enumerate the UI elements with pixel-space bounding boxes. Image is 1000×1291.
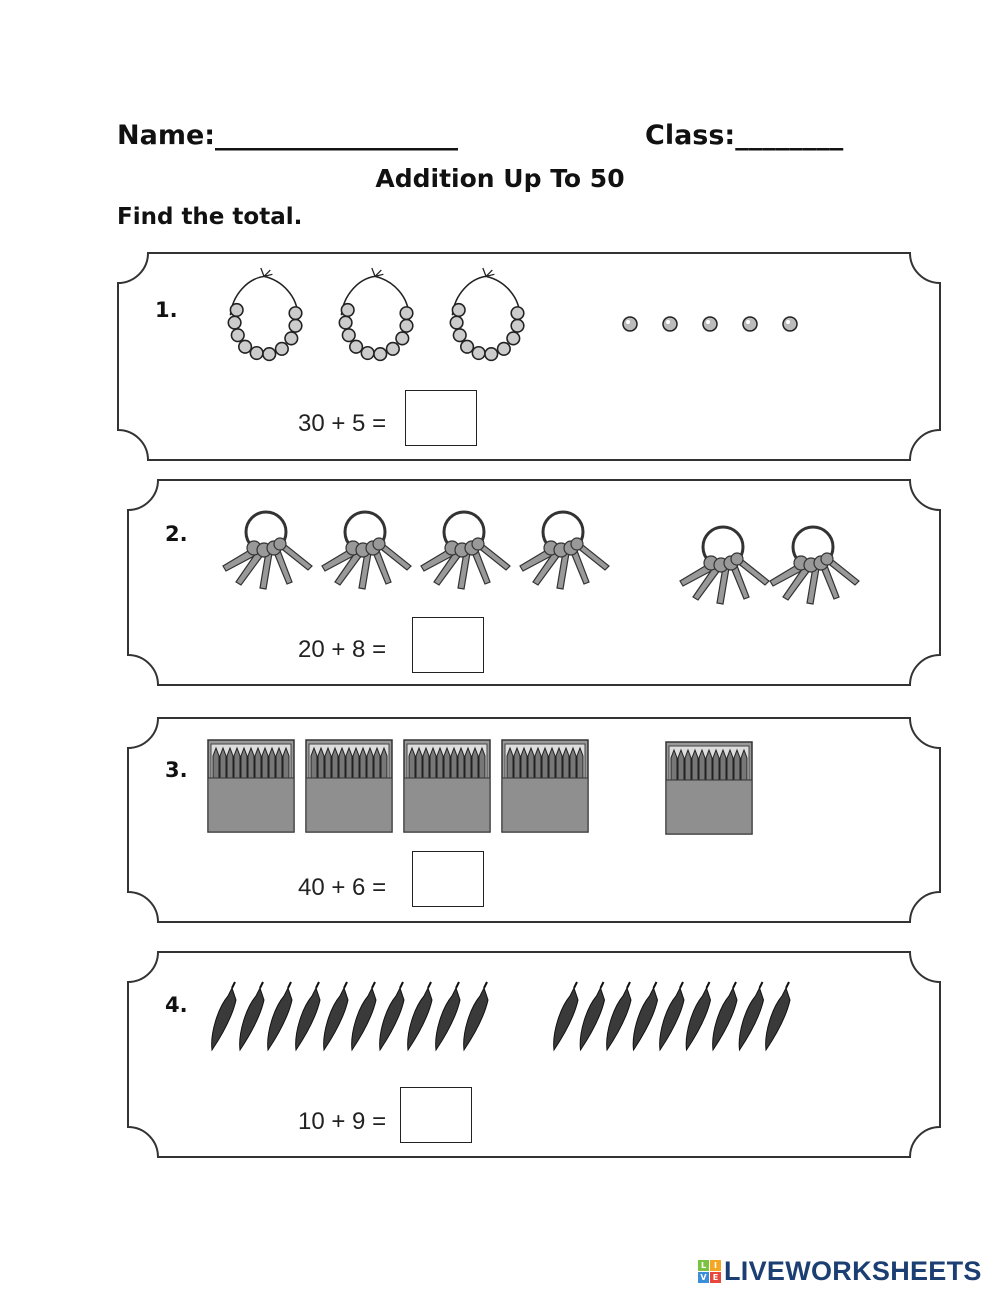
bead-icon xyxy=(782,316,798,332)
liveworksheets-logo: L I V E LIVEWORKSHEETS xyxy=(698,1256,982,1287)
question-number: 3. xyxy=(165,758,188,782)
logo-text: LIVEWORKSHEETS xyxy=(724,1256,982,1286)
key-ring-icon xyxy=(768,525,861,606)
bead-icon xyxy=(622,316,638,332)
question-number: 2. xyxy=(165,522,188,546)
question-panel-4 xyxy=(127,951,941,1158)
crayon-box-icon xyxy=(665,741,753,835)
question-panel-1 xyxy=(117,252,941,461)
chili-icon xyxy=(238,981,265,1051)
chili-icon xyxy=(210,981,237,1051)
chili-icon xyxy=(738,981,765,1051)
bead-necklace-icon xyxy=(449,267,525,362)
answer-input-2[interactable] xyxy=(412,617,484,673)
answer-input-4[interactable] xyxy=(400,1087,472,1143)
equation-text: 30 + 5 = xyxy=(298,410,387,433)
key-ring-icon xyxy=(518,510,611,591)
equation-text: 10 + 9 = xyxy=(298,1108,387,1131)
question-number: 1. xyxy=(155,298,178,322)
chili-icon xyxy=(350,981,377,1051)
chili-icon xyxy=(605,981,632,1051)
bead-necklace-icon xyxy=(227,267,303,362)
bead-icon xyxy=(702,316,718,332)
key-ring-icon xyxy=(320,510,413,591)
equation-text: 40 + 6 = xyxy=(298,874,387,897)
chili-icon xyxy=(685,981,712,1051)
question-number: 4. xyxy=(165,993,188,1017)
chili-icon xyxy=(266,981,293,1051)
crayon-box-icon xyxy=(305,739,393,833)
chili-icon xyxy=(579,981,606,1051)
question-panel-2 xyxy=(127,479,941,686)
answer-input-1[interactable] xyxy=(405,390,477,446)
crayon-box-icon xyxy=(403,739,491,833)
worksheet-title: Addition Up To 50 xyxy=(375,164,625,193)
instruction-text: Find the total. xyxy=(117,204,303,230)
name-field-label: Name:__________________ xyxy=(117,120,459,151)
crayon-box-icon xyxy=(501,739,589,833)
class-field-label: Class:________ xyxy=(645,120,844,151)
answer-input-3[interactable] xyxy=(412,851,484,907)
chili-icon xyxy=(462,981,489,1051)
chili-icon xyxy=(764,981,791,1051)
equation-text: 20 + 8 = xyxy=(298,636,387,659)
chili-icon xyxy=(658,981,685,1051)
bead-necklace-icon xyxy=(338,267,414,362)
chili-icon xyxy=(378,981,405,1051)
key-ring-icon xyxy=(678,525,771,606)
chili-icon xyxy=(406,981,433,1051)
chili-icon xyxy=(552,981,579,1051)
bead-icon xyxy=(742,316,758,332)
key-ring-icon xyxy=(419,510,512,591)
key-ring-icon xyxy=(221,510,314,591)
chili-icon xyxy=(294,981,321,1051)
chili-icon xyxy=(632,981,659,1051)
question-panel-3 xyxy=(127,717,941,923)
bead-icon xyxy=(662,316,678,332)
crayon-box-icon xyxy=(207,739,295,833)
chili-icon xyxy=(711,981,738,1051)
chili-icon xyxy=(322,981,349,1051)
live-badge-icon: L I V E xyxy=(698,1260,721,1283)
chili-icon xyxy=(434,981,461,1051)
